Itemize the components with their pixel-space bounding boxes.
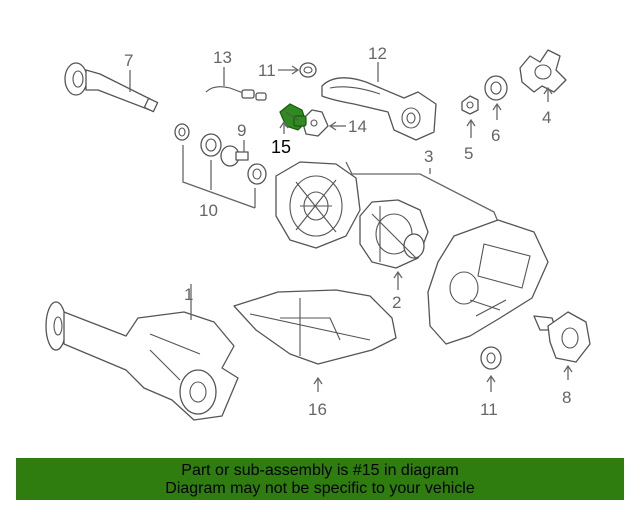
pinion-seal-part (484, 75, 508, 101)
axle-shaft-part (64, 62, 159, 113)
callout-8: 8 (562, 388, 571, 407)
vent-hose-part (205, 86, 267, 101)
actuator-part-highlighted (279, 103, 307, 131)
pinion-flange-part (519, 49, 567, 93)
washer-bottom-part (480, 346, 502, 370)
skid-plate-part (233, 289, 397, 365)
callout-5: 5 (464, 144, 473, 163)
side-gear-part (220, 145, 249, 167)
output-shaft-part (533, 311, 591, 363)
washer-part (174, 123, 190, 141)
front-axle-assembly-part (45, 301, 239, 421)
axle-tube-part (321, 77, 437, 141)
banner-line-1: Part or sub-assembly is #15 in diagram (181, 462, 459, 479)
info-banner: Part or sub-assembly is #15 in diagram D… (16, 458, 624, 500)
callout-14: 14 (348, 117, 367, 136)
carrier-housing-right-part (427, 219, 549, 345)
callout-6: 6 (491, 126, 500, 145)
banner-line-2: Diagram may not be specific to your vehi… (165, 480, 475, 497)
callout-1: 1 (184, 285, 193, 304)
pinion-nut-part (461, 95, 479, 115)
parts-diagram: 7 13 11 12 4 6 5 (45, 44, 591, 421)
callout-3: 3 (424, 147, 433, 166)
seal-ring-part (247, 163, 267, 185)
callout-11-bottom: 11 (480, 400, 498, 419)
callout-12: 12 (368, 44, 387, 63)
callout-15: 15 (271, 137, 291, 157)
callout-9: 9 (237, 121, 246, 140)
callout-4: 4 (542, 108, 551, 127)
callout-2: 2 (392, 293, 401, 312)
carrier-housing-left-part (275, 161, 361, 249)
callout-13: 13 (213, 48, 232, 67)
bearing-part (200, 133, 222, 157)
fill-plug-part (299, 62, 317, 78)
callout-11-top: 11 (258, 61, 276, 80)
callout-10: 10 (199, 201, 218, 220)
callout-7: 7 (124, 51, 133, 70)
differential-case-part (359, 199, 429, 269)
callout-16: 16 (308, 400, 327, 419)
gasket-part (301, 109, 329, 137)
